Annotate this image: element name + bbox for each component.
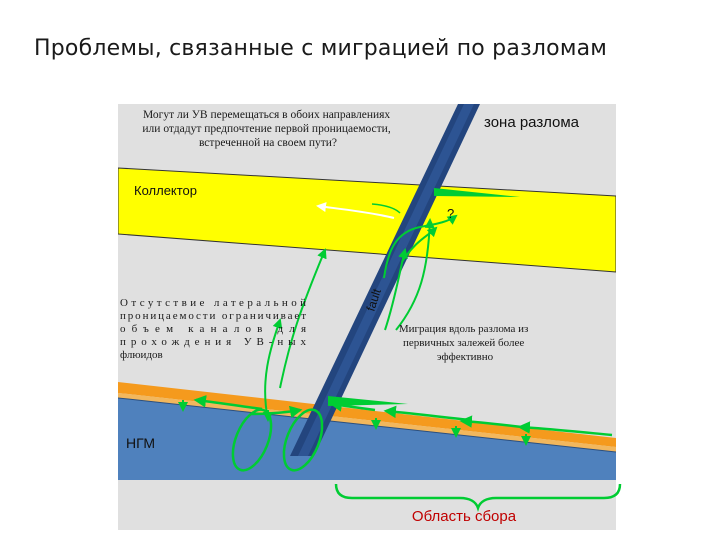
- question-line-1: Могут ли УВ перемещаться в обоих направл…: [143, 109, 390, 121]
- fault-migration-arrows: [264, 218, 435, 421]
- lateral-text-line-5: флюидов: [120, 349, 163, 361]
- reservoir-layer: [118, 167, 616, 273]
- lateral-migration-arrows: [193, 395, 613, 437]
- fault-trap-carrier: [328, 396, 408, 406]
- reservoir-entry-arrows: [383, 214, 458, 279]
- fault-zone-inner: [298, 104, 474, 456]
- source-rock-layer: [118, 397, 616, 480]
- question-mark: ?: [447, 206, 454, 221]
- fault-trap-reservoir: [434, 188, 520, 197]
- reservoir-lateral-arrow: [316, 202, 395, 219]
- source-zone-ellipse-right: [282, 408, 324, 472]
- svg-text:Могут ли УВ перемещаться в обо: Могут ли УВ перемещаться в обоих направл…: [142, 109, 393, 149]
- lateral-text-line-3: объем каналов для: [120, 323, 306, 335]
- lateral-text-line-2: проницаемости ограничивает: [120, 310, 306, 322]
- source-rock-label: НГМ: [126, 435, 155, 451]
- migration-text-line-1: Миграция вдоль разлома из: [399, 323, 529, 335]
- drainage-bracket: [334, 483, 622, 512]
- slide-title: Проблемы, связанные с миграцией по разло…: [34, 36, 608, 61]
- question-line-3: встреченной на своем пути?: [199, 137, 337, 149]
- drainage-label: Область сбора: [412, 508, 517, 525]
- question-line-2: или отдадут предпочтение первой проницае…: [142, 123, 390, 135]
- migration-text-line-3: эффективно: [437, 351, 494, 363]
- reservoir-label: Коллектор: [134, 183, 197, 198]
- carrier-bed-layer: [118, 382, 616, 447]
- source-zone-ellipse-left: [231, 408, 273, 472]
- carrier-bed-lower: [118, 392, 616, 452]
- svg-text:Отсутствие латеральной про: Отсутствие латеральной проницаемости огр…: [120, 297, 315, 361]
- migration-text-line-2: первичных залежей более: [403, 337, 524, 349]
- fault-label: fault: [364, 286, 385, 313]
- svg-text:Миграция вдоль разлома из: Миграция вдоль разлома из первичных зале…: [399, 323, 531, 363]
- lateral-text-line-1: Отсутствие латеральной: [120, 297, 306, 309]
- fault-zone-label: зона разлома: [484, 114, 580, 131]
